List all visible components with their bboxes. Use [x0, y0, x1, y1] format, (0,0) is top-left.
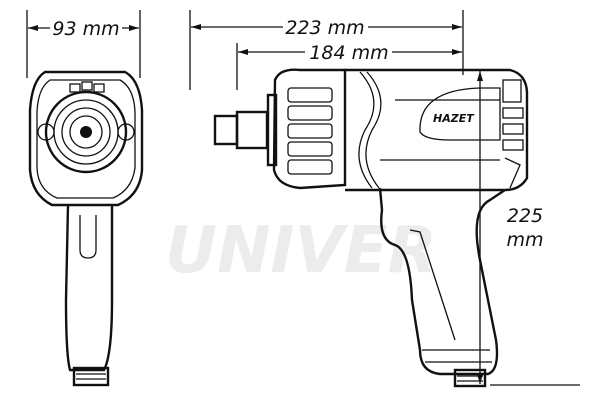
dimension-label-width: 93 mm — [52, 18, 119, 40]
dimension-width: 93 mm — [26, 10, 141, 78]
side-view: HAZET — [213, 68, 529, 388]
dimension-body-length: 184 mm — [236, 42, 462, 90]
dimension-overall-length: 223 mm — [189, 10, 464, 90]
dimension-label-body-length: 184 mm — [309, 42, 388, 64]
dimension-label-height-unit: mm — [506, 229, 543, 251]
dimension-label-overall-length: 223 mm — [285, 17, 364, 39]
dimension-height: 225 mm — [468, 69, 580, 386]
dimension-label-height-value: 225 — [507, 205, 543, 227]
watermark-text: UNIVER — [165, 214, 437, 288]
hazet-logo: HAZET — [433, 112, 475, 125]
front-view — [28, 70, 144, 387]
